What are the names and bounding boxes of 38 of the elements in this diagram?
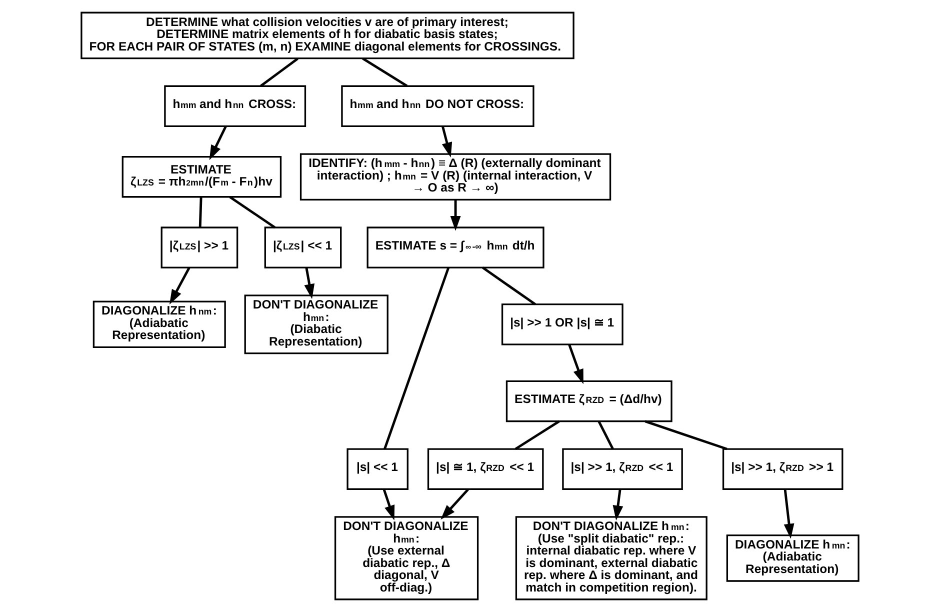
connector bbox=[198, 197, 202, 228]
node-box: DIAGONALIZE hnm: (Adiabatic Representation) bbox=[92, 300, 226, 348]
node-box: ESTIMATE ζRZD = (Δd/hv) bbox=[506, 380, 672, 422]
node-box: |s| >> 1, ζRZD >> 1 bbox=[722, 448, 844, 490]
connector bbox=[598, 420, 614, 450]
arrow bbox=[382, 489, 395, 520]
node-box: DIAGONALIZE hmn: (Adiabatic Representation) bbox=[726, 534, 860, 582]
arrow bbox=[440, 488, 469, 520]
node-box: |ζLZS| << 1 bbox=[264, 226, 342, 268]
arrow bbox=[450, 200, 461, 231]
arrow bbox=[568, 344, 584, 384]
node-box: |ζLZS| >> 1 bbox=[160, 226, 238, 268]
node-box: |s| ≅ 1, ζRZD << 1 bbox=[427, 448, 544, 490]
connector bbox=[260, 58, 298, 88]
connector bbox=[514, 420, 560, 450]
node-box: DON'T DIAGONALIZE hmn: (Use external diabatic rep., Δ diagonal, V off-diag.) bbox=[334, 516, 479, 600]
arrow bbox=[784, 489, 794, 539]
node-box: hmm and hnn CROSS: bbox=[164, 85, 306, 128]
node-box: IDENTIFY: (hmm - hnn) ≡ Δ (R) (externally dominant interaction) ; hmn = V (R) (internal interaction, V → O as R → ∞) bbox=[300, 153, 612, 201]
node-box: |s| >> 1 OR |s| ≅ 1 bbox=[501, 304, 624, 346]
node-box: |s| >> 1, ζRZD << 1 bbox=[562, 448, 683, 490]
connector bbox=[482, 266, 536, 306]
arrow bbox=[209, 126, 227, 160]
node-box: DON'T DIAGONALIZE hmn: (Diabatic Representation) bbox=[244, 294, 388, 354]
node-box: ESTIMATE s = ∫∞-∞ hmn dt/h bbox=[366, 226, 544, 268]
node-box: |s| << 1 bbox=[346, 448, 408, 490]
connector bbox=[229, 196, 276, 228]
arrow bbox=[304, 268, 315, 300]
node-box: hmm and hnn DO NOT CROSS: bbox=[341, 85, 534, 128]
arrow bbox=[442, 126, 452, 158]
arrow bbox=[169, 267, 190, 304]
arrow bbox=[612, 489, 624, 521]
connector bbox=[644, 420, 728, 450]
node-box: ESTIMATE ζLZS = πh2mn/(Fm - Fn)hv bbox=[122, 156, 282, 198]
connector bbox=[384, 267, 450, 450]
node-box: DON'T DIAGONALIZE hmn: (Use "split diabatic" rep.: internal diabatic rep. where V is dominant, external diabatic rep. where Δ is dominant, and match in competition region). bbox=[515, 516, 708, 600]
node-box: DETERMINE what collision velocities v are of primary interest; DETERMINE matrix elements of h for diabatic basis states; FOR EACH PAIR OF STATES (m, n) EXAMINE diagonal elements for CROSSINGS. bbox=[80, 12, 574, 60]
connector bbox=[362, 57, 408, 87]
